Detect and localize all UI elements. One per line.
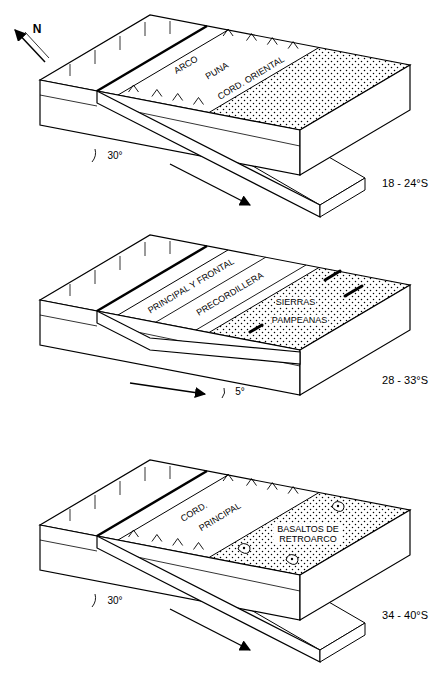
angle-label: 30° <box>106 595 123 607</box>
region-label: PAMPEANAS <box>271 315 328 325</box>
angle-label: 5° <box>234 386 246 398</box>
latitude-label: 34 - 40°S <box>381 609 429 622</box>
latitude-label: 28 - 33°S <box>381 374 429 387</box>
region-label: BASALTOS DE RETROARCO <box>274 523 342 544</box>
latitude-label: 18 - 24°S <box>381 177 429 190</box>
angle-label: 30° <box>106 150 123 162</box>
region-label: SIERRAS <box>275 297 317 307</box>
north-label: N <box>32 23 43 37</box>
